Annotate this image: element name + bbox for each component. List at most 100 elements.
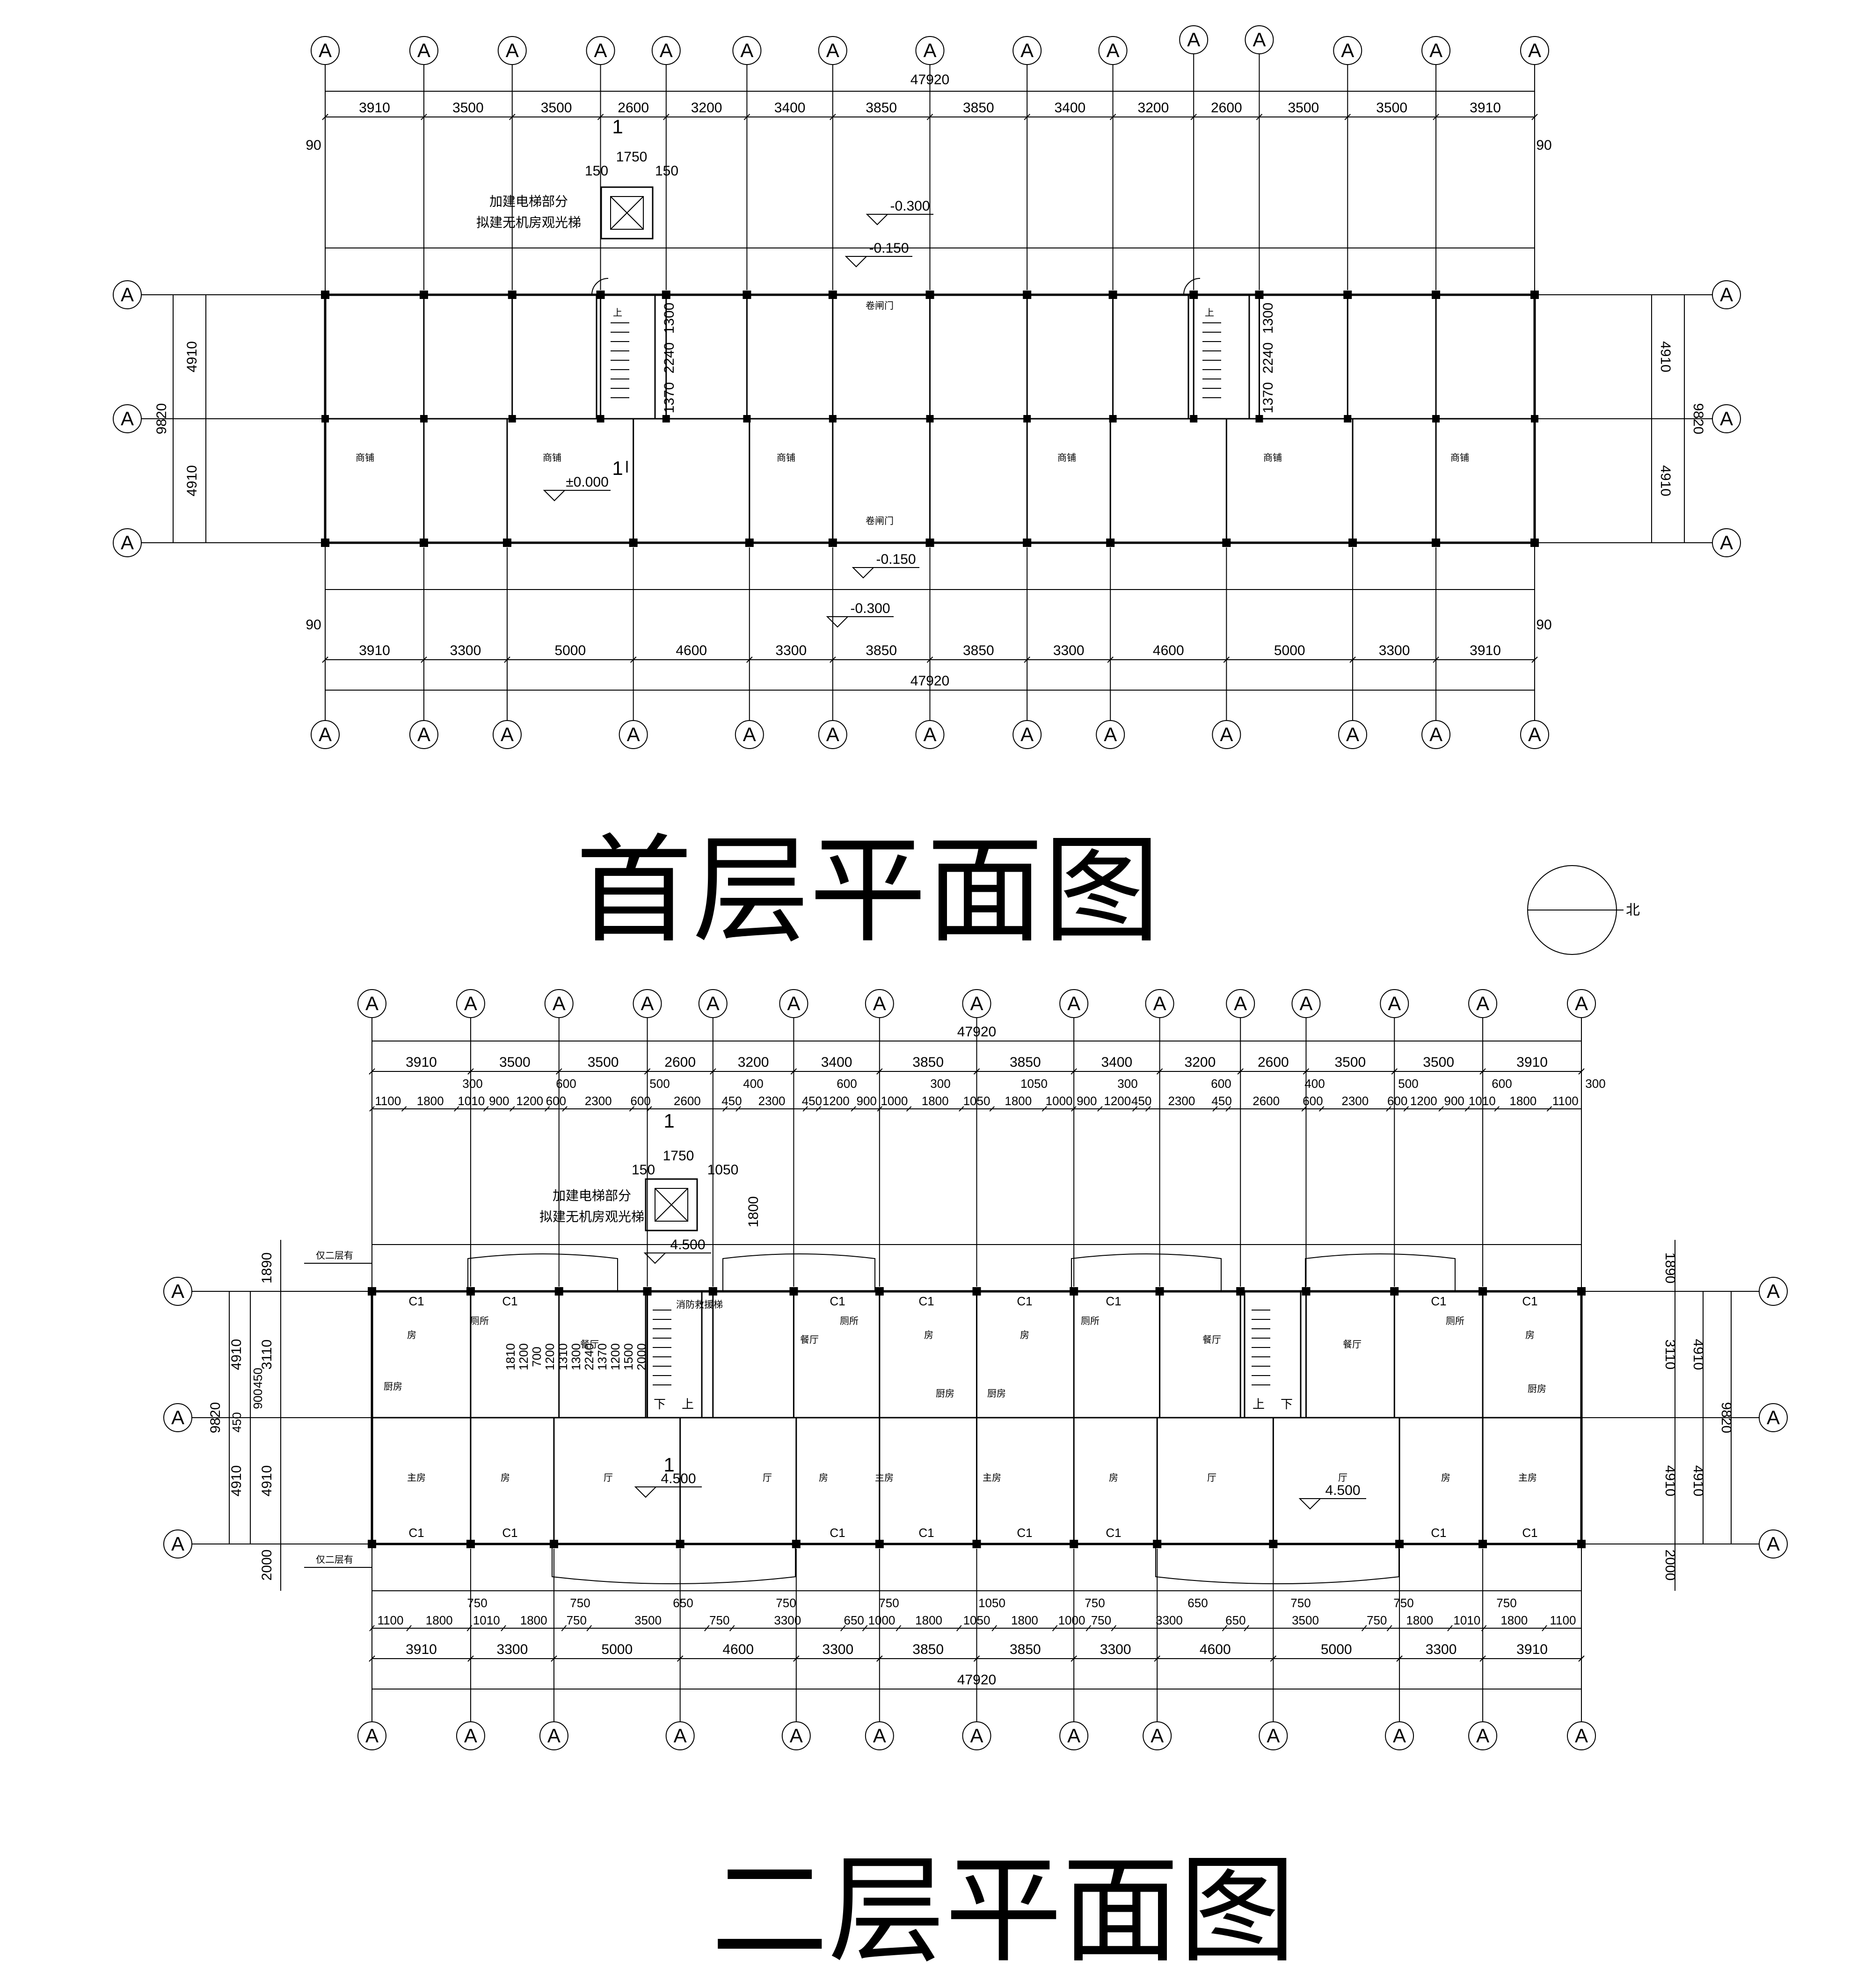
detail-dimension: 1800 [417, 1094, 444, 1108]
axis-label: A [121, 408, 134, 430]
axis-label: A [873, 992, 886, 1014]
only-second-floor-note: 仅二层有 [316, 1250, 353, 1261]
section-mark: 1 [612, 116, 623, 138]
window-label-c1: C1 [830, 1526, 845, 1540]
detail-dimension: 650 [844, 1613, 864, 1627]
axis-label: A [464, 992, 477, 1014]
line [1212, 1106, 1218, 1112]
column [1236, 1287, 1245, 1296]
detail-dimension: 2600 [674, 1094, 701, 1108]
bay-dimension: 3910 [1516, 1642, 1548, 1657]
first-floor-title: 首层平面图 [575, 823, 1160, 959]
bay-dimension: 3200 [738, 1055, 769, 1070]
total-dimension: 47920 [957, 1024, 996, 1040]
detail-dimension: 3300 [774, 1613, 801, 1627]
column [1255, 291, 1264, 299]
room-dimension: 1200 [517, 1343, 531, 1370]
line [1041, 1106, 1048, 1112]
detail-dimension: 2300 [1341, 1094, 1369, 1108]
detail-dimension: 3500 [1292, 1613, 1319, 1627]
column [743, 291, 751, 299]
side-dimension: 3110 [259, 1340, 275, 1370]
axis-label: A [923, 723, 936, 745]
line [793, 1655, 800, 1662]
section-mark: 1 [612, 457, 623, 479]
axis-label: A [121, 284, 134, 306]
line [1318, 1106, 1325, 1112]
room-label-shop: 商铺 [1057, 452, 1076, 463]
detail-dimension: 1200 [516, 1094, 543, 1108]
section-mark: 1 [663, 1454, 674, 1476]
window-label-c1: C1 [1017, 1526, 1032, 1540]
column [1109, 415, 1117, 422]
side-dimension: 4910 [229, 1465, 244, 1497]
window-label-c1: C1 [1106, 1526, 1121, 1540]
small-dimension: 1050 [978, 1596, 1005, 1610]
detail-dimension: 600 [630, 1094, 650, 1108]
small-dimension: 400 [1304, 1077, 1325, 1091]
small-dimension: 650 [1187, 1596, 1208, 1610]
room-label: 餐厅 [800, 1334, 819, 1345]
line [1222, 1625, 1228, 1631]
column [1222, 539, 1231, 547]
line [629, 1106, 635, 1112]
column [549, 1540, 558, 1548]
detail-dimension: 1800 [922, 1094, 949, 1108]
room-label: 房 [1109, 1472, 1118, 1483]
axis-label: A [1476, 1725, 1489, 1747]
line [1438, 1106, 1444, 1112]
line [704, 1625, 710, 1631]
axis-label: A [501, 723, 514, 745]
elevator-cross [610, 196, 644, 230]
detail-dimension: 1800 [520, 1613, 547, 1627]
line [851, 1106, 856, 1112]
bay-window [1071, 1253, 1222, 1291]
room-label-shop: 商铺 [777, 452, 795, 463]
bay-dimension: 3850 [866, 643, 897, 658]
bay-dimension: 3400 [821, 1055, 852, 1070]
line [816, 1106, 822, 1112]
axis-label: A [1253, 29, 1266, 51]
south-bay-window [552, 1544, 796, 1584]
small-dimension: 1050 [1020, 1077, 1048, 1091]
edge-dimension: 90 [1536, 138, 1551, 153]
line [926, 114, 933, 120]
detail-dimension: 1010 [1453, 1613, 1480, 1627]
column [1344, 415, 1352, 422]
bay-dimension: 3910 [359, 100, 390, 116]
line [1531, 656, 1538, 663]
line [926, 656, 933, 663]
column [1478, 1287, 1487, 1296]
line [1578, 1068, 1585, 1075]
line [1494, 1106, 1500, 1112]
detail-dimension: 2300 [758, 1094, 786, 1108]
window-label-c1: C1 [918, 1294, 934, 1308]
stair-well [1187, 294, 1250, 420]
detail-dimension: 1010 [1469, 1094, 1496, 1108]
bay-dimension: 3300 [1053, 643, 1085, 658]
small-dimension: 500 [649, 1077, 670, 1091]
axis-label: A [365, 1725, 379, 1747]
stair-dimension: 1300 [1260, 303, 1276, 334]
line [630, 656, 637, 663]
bay-dimension: 5000 [554, 643, 586, 658]
window-label-c1: C1 [1431, 1294, 1446, 1308]
side-total-dimension: 9820 [1719, 1402, 1734, 1434]
small-dimension: 300 [1117, 1077, 1137, 1091]
line [509, 114, 516, 120]
axis-label: A [1107, 39, 1120, 61]
room-label: 厕所 [1446, 1316, 1464, 1326]
bay-dimension: 3910 [1470, 100, 1501, 116]
column [419, 291, 428, 299]
line [1111, 1625, 1117, 1631]
side-dimension: 4910 [1658, 465, 1673, 496]
axis-label: A [1767, 1533, 1780, 1555]
elevation-marker [643, 1253, 667, 1264]
axis-label: A [743, 723, 756, 745]
axis-label: A [417, 723, 430, 745]
side-dimension: 900 [251, 1389, 265, 1409]
line [1109, 114, 1116, 120]
window-label-c1: C1 [918, 1526, 934, 1540]
elevation-marker [866, 214, 889, 226]
